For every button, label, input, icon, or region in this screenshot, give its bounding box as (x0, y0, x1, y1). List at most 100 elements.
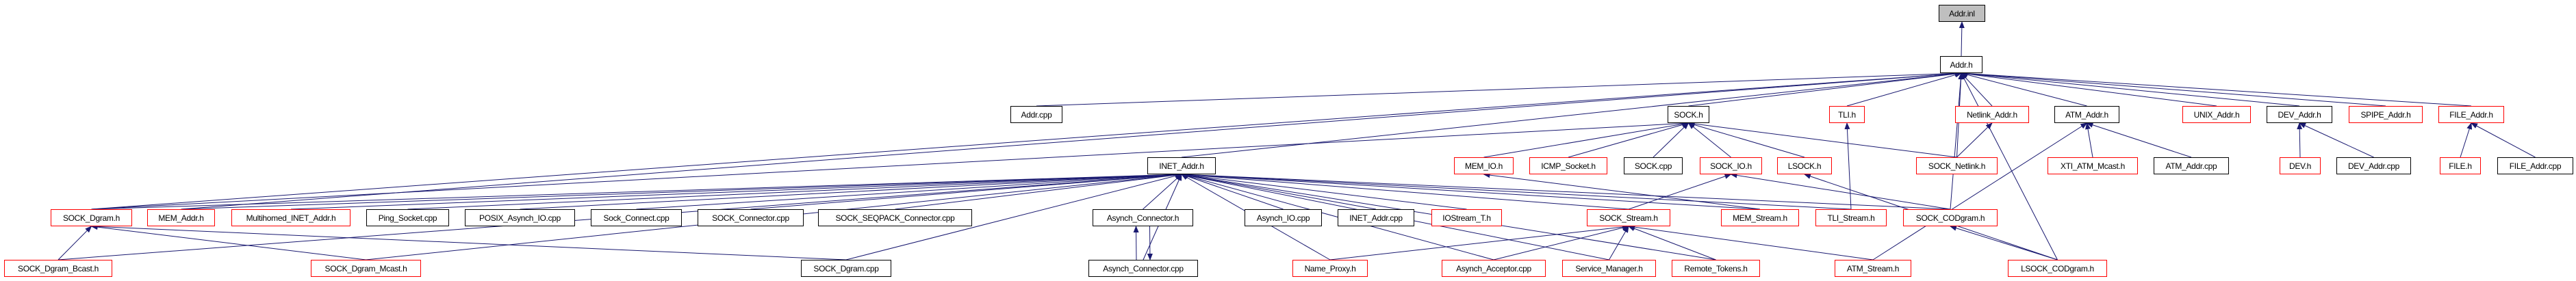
node-file-addr-h[interactable]: FILE_Addr.h (2438, 106, 2504, 123)
node-lsock-codgram-h[interactable]: LSOCK_CODgram.h (2008, 260, 2107, 277)
node-inet-addr-cpp[interactable]: INET_Addr.cpp (1338, 209, 1414, 226)
edge-sock_seqpack_connector_cpp-to-inet_addr_h (895, 172, 1182, 210)
edge-asynch_io_cpp-to-inet_addr_h (1181, 174, 1284, 210)
edge-lsock_h-to-sock_h (1687, 122, 1805, 158)
edge-icmp_socket_h-to-sock_h (1568, 122, 1689, 158)
node-mem-addr-h[interactable]: MEM_Addr.h (147, 209, 215, 226)
edge-sock_dgram_bcast_h-to-sock_dgram_h (58, 226, 92, 260)
node-asynch-acceptor-cpp[interactable]: Asynch_Acceptor.cpp (1442, 260, 1546, 277)
edge-sock_codgram_h-to-sock_io_h (1730, 172, 1951, 210)
edge-sock_netlink_h-to-netlink_addr_h (1956, 122, 1993, 158)
node-lsock-h[interactable]: LSOCK.h (1777, 157, 1832, 174)
node-asynch-connector-h[interactable]: Asynch_Connector.h (1093, 209, 1193, 226)
edge-file_addr_cpp-to-file_addr_h (2471, 122, 2536, 158)
node-multihomed-h[interactable]: Multihomed_INET_Addr.h (231, 209, 350, 226)
node-netlink-addr-h[interactable]: Netlink_Addr.h (1955, 106, 2029, 123)
edge-asynch_connector_h-to-asynch_connector_cpp (1147, 226, 1153, 260)
edge-tli_stream_h-to-inet_addr_h (1181, 172, 1852, 210)
edge-iostream_t_h-to-inet_addr_h (1181, 172, 1467, 210)
node-icmp-socket-h[interactable]: ICMP_Socket.h (1529, 157, 1607, 174)
edge-sock_stream_h-to-inet_addr_h (1181, 172, 1629, 210)
node-sock-stream-h[interactable]: SOCK_Stream.h (1587, 209, 1670, 226)
node-file-h[interactable]: FILE.h (2440, 157, 2481, 174)
edge-atm_stream_h-to-atm_addr_h (1872, 122, 2088, 260)
edge-file_h-to-file_addr_h (2460, 122, 2473, 158)
edge-dev_addr_h-to-addr_h (1961, 70, 2300, 107)
edge-sock_cpp-to-sock_h (1653, 122, 1689, 158)
edge-name_proxy_h-to-sock_stream_h (1329, 224, 1629, 260)
edge-asynch_acceptor_cpp-to-sock_stream_h (1493, 225, 1629, 260)
edge-mem_io_h-to-sock_h (1483, 121, 1689, 158)
edge-sock_connector_cpp-to-inet_addr_h (750, 172, 1182, 210)
node-asynch-connector-cpp[interactable]: Asynch_Connector.cpp (1088, 260, 1198, 277)
edge-dev_h-to-dev_addr_h (2297, 122, 2303, 158)
node-addr-cpp[interactable]: Addr.cpp (1010, 106, 1062, 123)
node-sock-connector-cpp[interactable]: SOCK_Connector.cpp (698, 209, 804, 226)
node-dev-addr-cpp[interactable]: DEV_Addr.cpp (2336, 157, 2411, 174)
edge-inet_addr_cpp-to-inet_addr_h (1181, 172, 1377, 210)
edge-atm_addr_cpp-to-atm_addr_h (2086, 122, 2192, 158)
edge-mem_stream_h-to-inet_addr_h (1181, 172, 1761, 210)
edge-sock_dgram_h-to-sock_h (91, 120, 1689, 210)
node-sock-connect-cpp[interactable]: Sock_Connect.cpp (591, 209, 682, 226)
edge-xti_atm_mcast_h-to-atm_addr_h (2085, 122, 2093, 158)
node-file-addr-cpp[interactable]: FILE_Addr.cpp (2497, 157, 2573, 174)
node-sock-cpp[interactable]: SOCK.cpp (1624, 157, 1683, 174)
node-dev-addr-h[interactable]: DEV_Addr.h (2267, 106, 2332, 123)
edge-addr_h-to-addr_inl (1959, 21, 1965, 57)
node-name-proxy-h[interactable]: Name_Proxy.h (1292, 260, 1368, 277)
edge-sock_dgram_mcast_h-to-sock_dgram_h (90, 224, 366, 260)
node-service-manager-h[interactable]: Service_Manager.h (1562, 260, 1656, 277)
edge-sock_dgram_cpp-to-sock_dgram_h (90, 224, 847, 260)
node-atm-addr-cpp[interactable]: ATM_Addr.cpp (2154, 157, 2229, 174)
node-iostream-t-h[interactable]: IOStream_T.h (1431, 209, 1502, 226)
node-tli-h[interactable]: TLI.h (1829, 106, 1865, 123)
edge-sock_codgram_h-to-addr_h (1950, 72, 1964, 210)
edge-tli_stream_h-to-tli_h (1844, 122, 1852, 210)
node-atm-stream-h[interactable]: ATM_Stream.h (1835, 260, 1911, 277)
node-sock-dgram-cpp[interactable]: SOCK_Dgram.cpp (801, 260, 891, 277)
edge-lsock_codgram_h-to-addr_h (1961, 72, 2058, 260)
node-sock-dgram-bcast-h[interactable]: SOCK_Dgram_Bcast.h (4, 260, 112, 277)
node-sock-h[interactable]: SOCK.h (1668, 106, 1709, 123)
node-inet-addr-h[interactable]: INET_Addr.h (1147, 157, 1216, 174)
node-sock-io-h[interactable]: SOCK_IO.h (1700, 157, 1762, 174)
node-tli-stream-h[interactable]: TLI_Stream.h (1815, 209, 1887, 226)
edge-sock_netlink_h-to-sock_h (1687, 121, 1957, 158)
node-asynch-io-cpp[interactable]: Asynch_IO.cpp (1245, 209, 1322, 226)
edge-multihomed_h-to-inet_addr_h (290, 172, 1182, 210)
edge-netlink_addr_h-to-addr_h (1961, 72, 1993, 107)
node-unix-addr-h[interactable]: UNIX_Addr.h (2182, 106, 2251, 123)
node-sock-codgram-h[interactable]: SOCK_CODgram.h (1903, 209, 1998, 226)
node-sock-seqpack-connector-cpp[interactable]: SOCK_SEQPACK_Connector.cpp (818, 209, 972, 226)
edge-sock_dgram_h-to-addr_h (91, 70, 1962, 210)
node-posix-asynch-io-cpp[interactable]: POSIX_Asynch_IO.cpp (465, 209, 575, 226)
node-remote-tokens-h[interactable]: Remote_Tokens.h (1672, 260, 1760, 277)
node-dev-h[interactable]: DEV.h (2280, 157, 2321, 174)
edge-ping_socket_cpp-to-inet_addr_h (407, 172, 1182, 210)
edge-asynch_connector_cpp-to-asynch_connector_h (1133, 226, 1139, 260)
node-sock-netlink-h[interactable]: SOCK_Netlink.h (1916, 157, 1998, 174)
node-atm-addr-h[interactable]: ATM_Addr.h (2054, 106, 2119, 123)
edge-asynch_connector_h-to-inet_addr_h (1143, 174, 1182, 210)
node-spipe-addr-h[interactable]: SPIPE_Addr.h (2349, 106, 2423, 123)
edge-mem_addr_h-to-inet_addr_h (181, 172, 1182, 210)
edge-posix_asynch_io_cpp-to-inet_addr_h (520, 172, 1182, 210)
node-mem-io-h[interactable]: MEM_IO.h (1454, 157, 1514, 174)
edge-sock_io_h-to-sock_h (1687, 122, 1731, 158)
node-addr-inl: Addr.inl (1939, 5, 1985, 22)
node-xti-atm-mcast-h[interactable]: XTI_ATM_Mcast.h (2048, 157, 2138, 174)
node-mem-stream-h[interactable]: MEM_Stream.h (1721, 209, 1799, 226)
edge-sock_codgram_h-to-inet_addr_h (1181, 172, 1951, 210)
node-ping-socket-cpp[interactable]: Ping_Socket.cpp (366, 209, 449, 226)
edge-atm_stream_h-to-sock_stream_h (1628, 224, 1874, 260)
edge-mem_stream_h-to-mem_io_h (1483, 172, 1761, 210)
edge-sock_dgram_cpp-to-inet_addr_h (845, 173, 1182, 260)
edge-unix_addr_h-to-addr_h (1961, 71, 2217, 107)
node-sock-dgram-h[interactable]: SOCK_Dgram.h (51, 209, 132, 226)
node-sock-dgram-mcast-h[interactable]: SOCK_Dgram_Mcast.h (311, 260, 421, 277)
node-addr-h[interactable]: Addr.h (1940, 56, 1982, 73)
edge-sock_stream_h-to-sock_io_h (1628, 174, 1732, 210)
